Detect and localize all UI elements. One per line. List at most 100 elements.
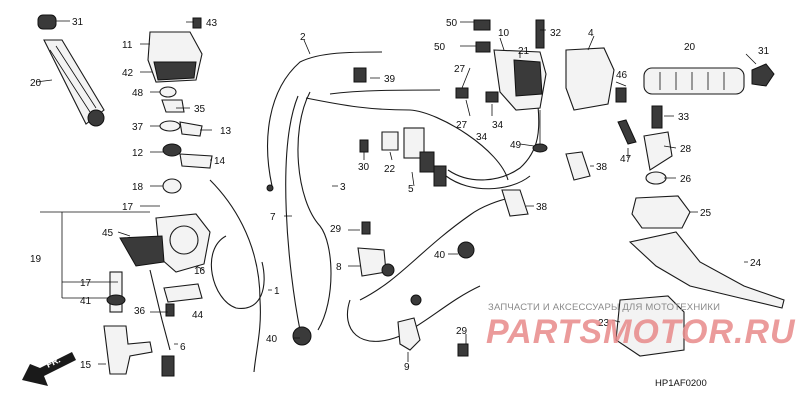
callout-c37: 37 bbox=[132, 122, 144, 133]
cable-2[interactable] bbox=[266, 51, 383, 192]
screw-47[interactable] bbox=[617, 119, 637, 145]
screw-50-b[interactable] bbox=[475, 41, 491, 53]
throttle-cable-end[interactable] bbox=[149, 269, 175, 377]
callout-c18: 18 bbox=[132, 182, 144, 193]
cable-clamp-39[interactable] bbox=[353, 67, 367, 83]
callout-c40b: 40 bbox=[434, 250, 446, 261]
callout-c38b: 38 bbox=[536, 202, 548, 213]
watermark-logo: PARTSMOTOR.RU bbox=[486, 313, 796, 351]
callout-c40a: 40 bbox=[266, 334, 278, 345]
clamp-38-lower[interactable] bbox=[501, 189, 529, 217]
spring-26[interactable] bbox=[645, 171, 667, 185]
washer-49[interactable] bbox=[532, 110, 548, 153]
switch-harness-wire[interactable] bbox=[445, 105, 540, 190]
callout-c23: 23 bbox=[598, 318, 610, 329]
callout-c8: 8 bbox=[336, 262, 342, 273]
washer-stack[interactable] bbox=[159, 86, 213, 194]
callout-c15: 15 bbox=[80, 360, 92, 371]
callout-c3: 3 bbox=[340, 182, 346, 193]
callout-c47: 47 bbox=[620, 154, 632, 165]
bolt-44[interactable] bbox=[165, 303, 175, 317]
callout-c19: 19 bbox=[30, 254, 42, 265]
callout-c4: 4 bbox=[588, 28, 594, 39]
bolt-29-bottom[interactable] bbox=[457, 343, 469, 357]
callout-c36: 36 bbox=[134, 306, 146, 317]
screws-27-34[interactable] bbox=[455, 87, 499, 103]
bolt-33[interactable] bbox=[651, 105, 663, 129]
callout-c34b: 34 bbox=[492, 120, 504, 131]
lever-24[interactable] bbox=[628, 231, 785, 309]
screw-30[interactable] bbox=[359, 139, 369, 153]
grip-end-cap-left[interactable] bbox=[37, 14, 57, 30]
callout-c20a: 20 bbox=[30, 78, 42, 89]
callout-c31a: 31 bbox=[72, 17, 84, 28]
clutch-cable-1[interactable] bbox=[209, 179, 265, 373]
callout-c10: 10 bbox=[498, 28, 510, 39]
callout-c42: 42 bbox=[122, 68, 134, 79]
bolt-32[interactable] bbox=[535, 19, 545, 49]
callout-c2: 2 bbox=[300, 32, 306, 43]
callout-c22: 22 bbox=[384, 164, 396, 175]
callout-c16: 16 bbox=[194, 266, 206, 277]
callout-c33: 33 bbox=[678, 112, 690, 123]
callout-c50b: 50 bbox=[434, 42, 446, 53]
callout-c27a: 27 bbox=[454, 64, 466, 75]
callout-c29b: 29 bbox=[456, 326, 468, 337]
callout-c25: 25 bbox=[700, 208, 712, 219]
callout-c7: 7 bbox=[270, 212, 276, 223]
clip-22[interactable] bbox=[381, 131, 399, 151]
callout-c41: 41 bbox=[80, 296, 92, 307]
left-grip[interactable] bbox=[43, 39, 105, 127]
callout-c49: 49 bbox=[510, 140, 522, 151]
throttle-housing-body[interactable] bbox=[119, 213, 211, 273]
callout-c48: 48 bbox=[132, 88, 144, 99]
callout-c44: 44 bbox=[192, 310, 204, 321]
callout-c39: 39 bbox=[384, 74, 396, 85]
cable-7[interactable] bbox=[285, 95, 509, 331]
callout-c21: 21 bbox=[518, 46, 530, 57]
screw-50-a[interactable] bbox=[473, 19, 491, 31]
watermark-caption: ЗАПЧАСТИ И АКСЕССУАРЫ ДЛЯ МОТОТЕХНИКИ bbox=[488, 302, 721, 313]
callout-c13: 13 bbox=[220, 126, 232, 137]
grommet-40-bottom[interactable] bbox=[292, 326, 312, 346]
callout-c45: 45 bbox=[102, 228, 114, 239]
callout-c32: 32 bbox=[550, 28, 562, 39]
bracket-28[interactable] bbox=[643, 131, 673, 171]
diagram-code: HP1AF0200 bbox=[655, 378, 707, 389]
grommet-40-center[interactable] bbox=[457, 241, 475, 259]
callout-c26: 26 bbox=[680, 174, 692, 185]
callout-c17b: 17 bbox=[80, 278, 92, 289]
screw-29-top[interactable] bbox=[361, 221, 371, 235]
switch-housing-10[interactable] bbox=[493, 49, 547, 111]
callout-c24: 24 bbox=[750, 258, 762, 269]
throttle-housing-cover[interactable] bbox=[147, 31, 203, 83]
right-grip[interactable] bbox=[643, 67, 745, 95]
cable-3[interactable] bbox=[297, 89, 441, 331]
front-direction-arrow: FR. bbox=[22, 352, 76, 386]
callout-c17a: 17 bbox=[122, 202, 134, 213]
callout-c14: 14 bbox=[214, 156, 226, 167]
connector-5[interactable] bbox=[403, 127, 447, 187]
bracket-16[interactable] bbox=[163, 283, 203, 303]
callout-c11: 11 bbox=[122, 40, 133, 51]
throttle-lever-assembly[interactable] bbox=[103, 271, 153, 375]
screw-43[interactable] bbox=[192, 17, 202, 29]
switch-housing-4[interactable] bbox=[565, 47, 615, 111]
clamp-38-upper[interactable] bbox=[565, 151, 591, 181]
lever-holder-25[interactable] bbox=[631, 195, 691, 229]
callout-c43: 43 bbox=[206, 18, 218, 29]
grip-end-cap-right[interactable] bbox=[751, 63, 775, 87]
callout-c6: 6 bbox=[180, 342, 186, 353]
lever-cover-23[interactable] bbox=[615, 295, 685, 357]
callout-c29a: 29 bbox=[330, 224, 342, 235]
callout-c35: 35 bbox=[194, 104, 206, 115]
guide-8[interactable] bbox=[357, 247, 395, 277]
callout-c12: 12 bbox=[132, 148, 144, 159]
callout-c34a: 34 bbox=[476, 132, 488, 143]
bolt-46[interactable] bbox=[615, 87, 627, 103]
callout-c28: 28 bbox=[680, 144, 692, 155]
adjuster-9[interactable] bbox=[397, 294, 422, 351]
